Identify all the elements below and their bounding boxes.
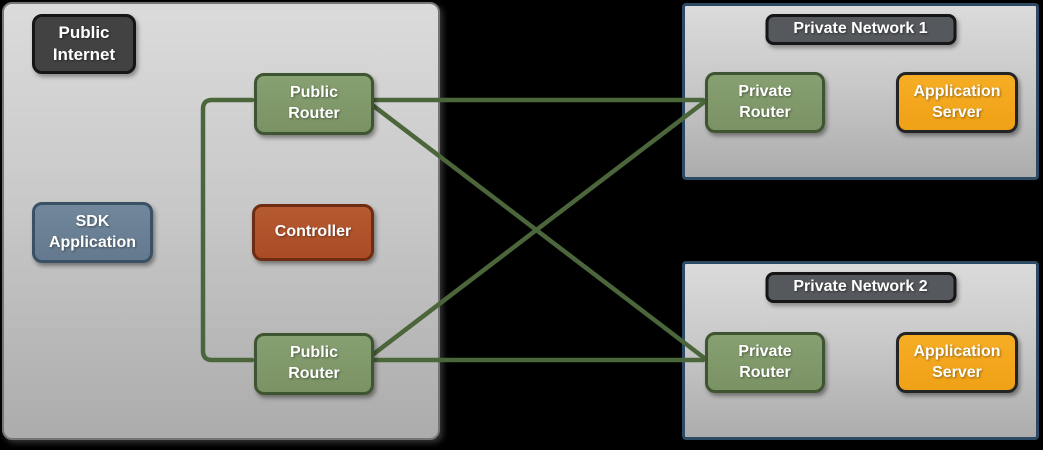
public-router-bottom-node: Public Router <box>254 333 374 395</box>
public-internet-label: Public Internet <box>32 14 136 74</box>
application-server-1-node: Application Server <box>896 72 1018 133</box>
private-network-2-title: Private Network 2 <box>765 272 956 303</box>
private-network-1-title: Private Network 1 <box>765 14 956 45</box>
application-server-2-node: Application Server <box>896 332 1018 393</box>
private-router-2-node: Private Router <box>705 332 825 393</box>
private-network-1-region: Private Network 1 Private Router Applica… <box>682 3 1039 180</box>
private-network-2-region: Private Network 2 Private Router Applica… <box>682 261 1039 440</box>
public-router-top-node: Public Router <box>254 73 374 135</box>
public-internet-region: Public Internet SDK Application Controll… <box>2 2 440 440</box>
sdk-application-node: SDK Application <box>32 202 153 263</box>
controller-node: Controller <box>252 204 374 261</box>
private-router-1-node: Private Router <box>705 72 825 133</box>
